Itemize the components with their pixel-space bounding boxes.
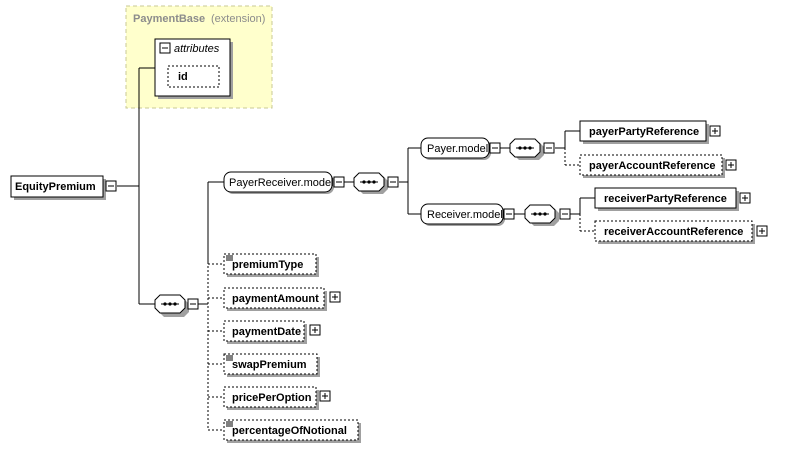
extension-base-name: PaymentBase	[133, 13, 205, 25]
payer-sequence-collapse-icon[interactable]	[543, 142, 555, 154]
element-premium-type[interactable]: premiumType	[223, 253, 319, 277]
payer-receiver-sequence[interactable]	[353, 172, 399, 194]
payer-party-reference-label: payerPartyReference	[589, 126, 699, 138]
element-payment-amount[interactable]: paymentAmount	[223, 287, 341, 311]
element-receiver-party-reference[interactable]: receiverPartyReference	[594, 187, 751, 211]
payer-receiver-label: PayerReceiver.model	[229, 177, 334, 189]
price-per-option-expand-icon[interactable]	[319, 390, 331, 402]
element-equity-premium[interactable]: EquityPremium	[10, 175, 117, 200]
root-sequence[interactable]	[154, 294, 199, 317]
receiver-sequence-collapse-icon[interactable]	[559, 208, 571, 220]
payer-account-reference-expand-icon[interactable]	[725, 159, 737, 171]
payer-sequence[interactable]	[509, 138, 555, 160]
percentage-of-notional-label: percentageOfNotional	[232, 425, 347, 437]
payer-account-reference-label: payerAccountReference	[589, 160, 716, 172]
attribute-id-label: id	[178, 71, 188, 83]
element-price-per-option[interactable]: pricePerOption	[223, 386, 331, 410]
payment-amount-expand-icon[interactable]	[329, 291, 341, 303]
receiver-account-reference-expand-icon[interactable]	[756, 225, 768, 237]
receiver-collapse-icon[interactable]	[503, 208, 515, 220]
element-swap-premium[interactable]: swapPremium	[223, 353, 320, 377]
swap-premium-label: swapPremium	[232, 359, 307, 371]
equity-premium-collapse-icon[interactable]	[105, 180, 117, 192]
payer-receiver-sequence-collapse-icon[interactable]	[387, 176, 399, 188]
attributes-collapse-icon[interactable]	[159, 42, 171, 54]
receiver-label: Receiver.model	[427, 209, 503, 221]
element-payer-party-reference[interactable]: payerPartyReference	[579, 120, 721, 144]
attributes-label: attributes	[174, 43, 220, 55]
extension-kind: (extension)	[211, 13, 265, 25]
receiver-party-reference-expand-icon[interactable]	[739, 192, 751, 204]
receiver-party-reference-label: receiverPartyReference	[604, 193, 727, 205]
group-payer-receiver[interactable]: PayerReceiver.model	[223, 171, 345, 194]
element-receiver-account-reference[interactable]: receiverAccountReference	[594, 220, 768, 244]
group-receiver[interactable]: Receiver.model	[420, 203, 515, 226]
payer-receiver-collapse-icon[interactable]	[333, 176, 345, 188]
attribute-id-box[interactable]	[167, 65, 220, 88]
element-payer-account-reference[interactable]: payerAccountReference	[579, 154, 737, 178]
premium-type-label: premiumType	[232, 259, 303, 271]
receiver-account-reference-label: receiverAccountReference	[604, 226, 743, 238]
payer-label: Payer.model	[427, 143, 488, 155]
payment-amount-label: paymentAmount	[232, 293, 319, 305]
payment-date-expand-icon[interactable]	[309, 324, 321, 336]
connectors	[117, 67, 595, 431]
price-per-option-label: pricePerOption	[232, 392, 312, 404]
payer-party-reference-expand-icon[interactable]	[709, 125, 721, 137]
payer-collapse-icon[interactable]	[489, 142, 501, 154]
payment-date-label: paymentDate	[232, 326, 301, 338]
element-payment-date[interactable]: paymentDate	[223, 320, 321, 344]
receiver-sequence[interactable]	[524, 204, 571, 226]
equity-premium-label: EquityPremium	[15, 181, 96, 193]
root-sequence-collapse-icon[interactable]	[187, 298, 199, 310]
extension-base: PaymentBase (extension) attributes id	[125, 5, 273, 109]
element-percentage-of-notional[interactable]: percentageOfNotional	[223, 419, 361, 443]
group-payer[interactable]: Payer.model	[420, 137, 501, 160]
